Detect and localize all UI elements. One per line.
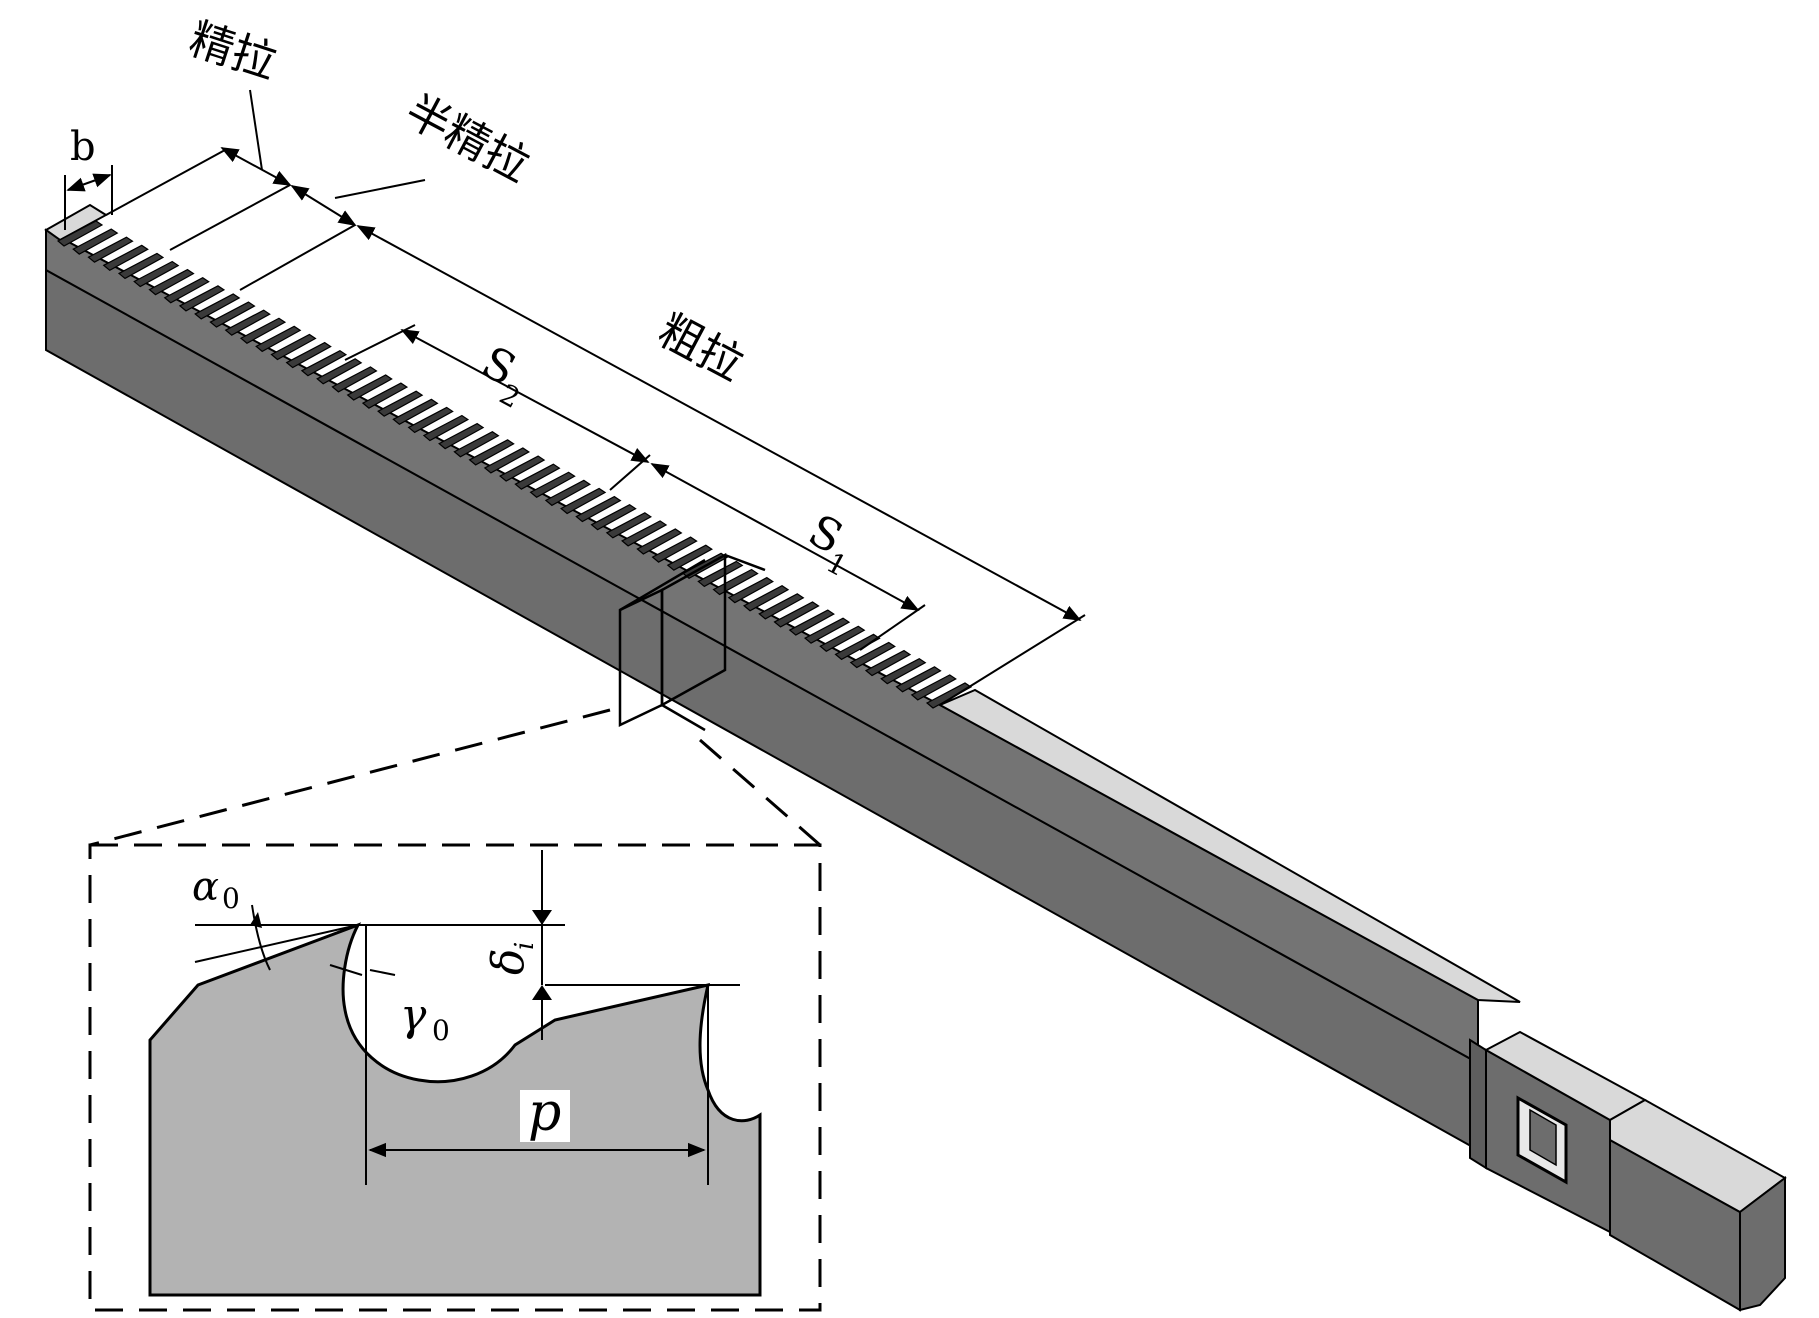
broach-tooth bbox=[194, 293, 241, 320]
broach-tooth bbox=[117, 252, 165, 280]
broach-tooth bbox=[72, 228, 119, 255]
broach-tooth bbox=[102, 244, 149, 272]
dim-s1 bbox=[650, 463, 920, 611]
label-alpha: α bbox=[192, 864, 219, 910]
broach-tooth bbox=[56, 220, 104, 247]
broach-tooth bbox=[148, 268, 195, 296]
broach-tooth bbox=[87, 236, 134, 263]
label-pitch: p bbox=[528, 1083, 561, 1143]
label-width-b: b bbox=[70, 124, 96, 170]
detail-leaders bbox=[88, 708, 822, 1312]
label-delta-sub: i bbox=[510, 942, 540, 950]
label-gamma: γ bbox=[400, 990, 427, 1041]
broach-tooth bbox=[895, 666, 942, 693]
dim-s2 bbox=[400, 329, 650, 463]
broach-tooth bbox=[910, 674, 957, 701]
broach-tooth bbox=[834, 633, 881, 661]
broach-tooth bbox=[880, 657, 927, 685]
label-gamma-sub: 0 bbox=[432, 1014, 450, 1047]
dim-rough bbox=[356, 225, 1082, 621]
broach-tooth bbox=[133, 260, 180, 288]
broach-end-face bbox=[1739, 1175, 1786, 1312]
broach-tooth bbox=[864, 649, 912, 677]
broach-tooth bbox=[209, 301, 256, 328]
broach-tooth bbox=[803, 617, 851, 644]
label-semi-finish-broaching: 半精拉 bbox=[397, 85, 537, 192]
tooth-profile-detail: α 0 γ 0 δ i p bbox=[148, 850, 762, 1297]
dim-b bbox=[66, 173, 112, 192]
dim-finish bbox=[220, 147, 292, 186]
label-delta: δ bbox=[483, 949, 534, 976]
broach-tooth bbox=[224, 309, 271, 336]
broach-top-face bbox=[937, 688, 1521, 1003]
broach-tooth bbox=[819, 625, 866, 652]
broach-tooth bbox=[300, 349, 348, 377]
broach-tooth bbox=[255, 325, 302, 353]
dim-semi bbox=[290, 185, 357, 226]
broach-tooth bbox=[178, 285, 226, 312]
broach-tooth bbox=[925, 682, 973, 709]
broach-tooth bbox=[239, 317, 287, 344]
broach-tooth bbox=[849, 641, 896, 669]
broach-tooth bbox=[270, 333, 317, 361]
tooth-profile-shape bbox=[148, 922, 762, 1297]
broach-tooth bbox=[163, 277, 210, 304]
label-rough-broaching: 粗拉 bbox=[650, 305, 752, 391]
dimension-lines bbox=[64, 89, 1086, 706]
broach-teeth bbox=[56, 220, 973, 709]
broach-collar-side bbox=[1469, 1038, 1487, 1170]
detail-frame bbox=[88, 843, 822, 1312]
broach-tooth bbox=[285, 341, 332, 369]
label-finish-broaching: 精拉 bbox=[183, 13, 282, 89]
broach-upper-band bbox=[45, 228, 1479, 1065]
callout-marker-box bbox=[618, 552, 766, 732]
label-alpha-sub: 0 bbox=[222, 882, 240, 915]
